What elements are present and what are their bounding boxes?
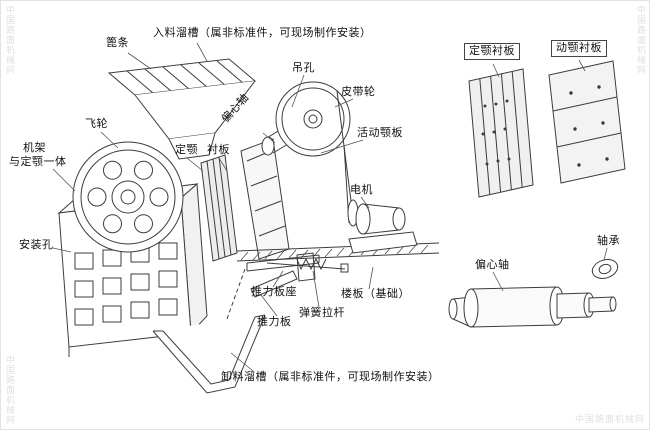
- label-motor: 电机: [350, 183, 373, 196]
- label-belt-pulley: 皮带轮: [341, 85, 376, 98]
- label-grate-bars: 篦条: [106, 36, 129, 49]
- label-liner: 衬板: [207, 143, 230, 156]
- label-floor-foundation: 楼板（基础）: [341, 287, 410, 300]
- label-flywheel: 飞轮: [85, 117, 108, 130]
- label-fixed-liner-detail: 定颚衬板: [464, 43, 520, 60]
- watermark-bottom-left: 中国路面机械网: [4, 355, 14, 425]
- bearing-drawing: [590, 256, 620, 281]
- belt-pulley-drawing: [276, 82, 351, 223]
- label-thrust-plate: 推力板: [257, 315, 292, 328]
- watermark-top-right: 中国路面机械网: [635, 5, 645, 75]
- label-lifting-hole: 吊孔: [292, 61, 315, 74]
- watermark-top-left: 中国路面机械网: [4, 5, 14, 75]
- movable-liner-detail-drawing: [549, 61, 625, 183]
- flywheel-drawing: [73, 142, 183, 252]
- label-mounting-hole: 安装孔: [19, 238, 54, 251]
- label-movable-liner-detail: 动颚衬板: [551, 40, 607, 57]
- label-thrust-plate-seat: 推力板座: [251, 285, 297, 298]
- label-movable-jaw: 活动颚板: [357, 126, 403, 139]
- label-fixed-jaw: 定颚: [175, 143, 198, 156]
- hopper-drawing: [109, 59, 255, 159]
- fixed-liner-detail-drawing: [469, 69, 533, 197]
- label-eccentric-shaft-part: 偏心轴: [475, 258, 510, 271]
- label-feed-chute: 入料溜槽（属非标准件，可现场制作安装）: [153, 26, 372, 39]
- label-discharge-chute: 卸料溜槽（属非标准件，可现场制作安装）: [221, 370, 440, 383]
- label-bearing: 轴承: [597, 234, 620, 247]
- motor-drawing: [348, 200, 417, 253]
- watermark-bottom-right: 中国路面机械网: [574, 415, 645, 425]
- label-frame-line1: 机架: [23, 141, 46, 154]
- label-spring-rod: 弹簧拉杆: [299, 306, 345, 319]
- eccentric-shaft-detail-drawing: [449, 287, 616, 327]
- label-frame-line2: 与定颚一体: [9, 155, 67, 168]
- leader-lines: [53, 43, 607, 371]
- spring-rod-drawing: [267, 259, 348, 272]
- discharge-chute-drawing: [153, 315, 265, 393]
